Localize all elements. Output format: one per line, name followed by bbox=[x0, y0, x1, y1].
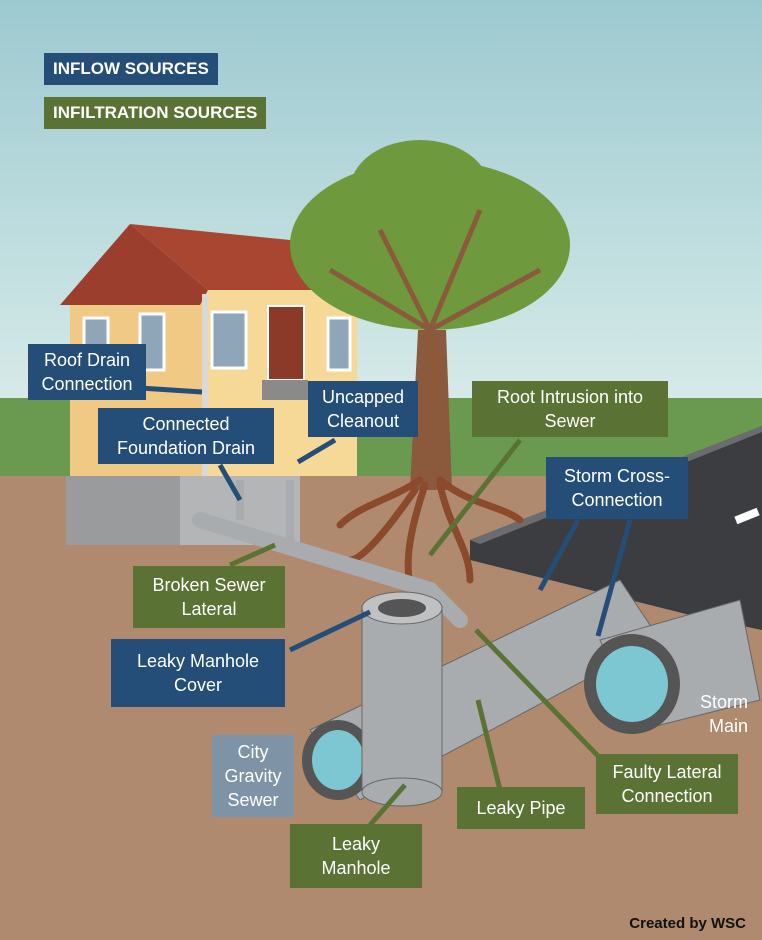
label-storm-main: Storm Main bbox=[699, 692, 748, 736]
downspout bbox=[202, 294, 208, 476]
house-roof bbox=[60, 224, 208, 305]
label-uncapped-cleanout: Uncapped Cleanout bbox=[308, 381, 418, 437]
credit-text: Created by WSC bbox=[629, 915, 746, 932]
label-storm-cross-connection: Storm Cross- Connection bbox=[546, 457, 688, 519]
tree-trunk bbox=[410, 330, 452, 490]
house-door bbox=[267, 305, 305, 381]
label-roof-drain: Roof Drain Connection bbox=[28, 344, 146, 400]
label-broken-sewer-lateral: Broken Sewer Lateral bbox=[133, 566, 285, 628]
label-city-gravity-sewer: City Gravity Sewer bbox=[212, 735, 294, 817]
legend-infiltration: INFILTRATION SOURCES bbox=[44, 97, 267, 129]
foundation bbox=[66, 476, 180, 545]
label-foundation-drain: Connected Foundation Drain bbox=[98, 408, 274, 464]
label-leaky-manhole-cover: Leaky Manhole Cover bbox=[111, 639, 285, 707]
manhole-shaft bbox=[361, 605, 443, 793]
label-leaky-manhole: Leaky Manhole bbox=[290, 824, 422, 888]
label-root-intrusion: Root Intrusion into Sewer bbox=[472, 381, 668, 437]
label-faulty-lateral-connection: Faulty Lateral Connection bbox=[596, 754, 738, 814]
sewer-lateral bbox=[192, 512, 468, 628]
label-leaky-pipe: Leaky Pipe bbox=[457, 787, 585, 829]
legend-inflow: INFLOW SOURCES bbox=[44, 53, 218, 85]
road bbox=[470, 426, 762, 630]
tree-roots bbox=[336, 476, 524, 589]
